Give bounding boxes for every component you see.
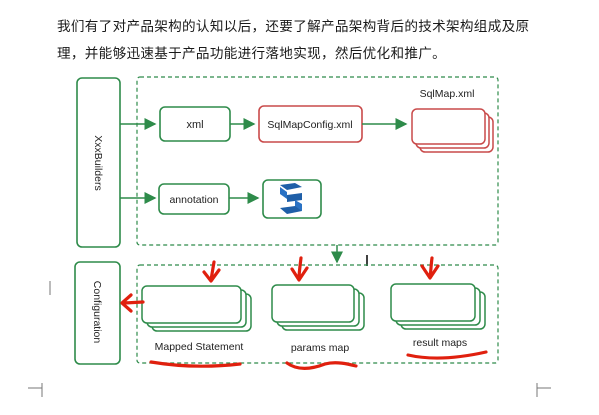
intro-line-2: 理，并能够迅速基于产品功能进行落地实现，然后优化和推广。 — [57, 46, 447, 62]
builders-dashed-region — [136, 76, 499, 246]
configuration-dashed-region — [136, 264, 499, 364]
params-map-label: params map — [291, 342, 350, 354]
sqlmapconfig-label: SqlMapConfig.xml — [267, 119, 352, 131]
configuration-box — [74, 261, 121, 365]
red-annotations — [120, 256, 488, 370]
stack-logo-icon — [280, 183, 302, 214]
sqlmap-stack — [411, 108, 494, 153]
mapped-statement-label: Mapped Statement — [155, 341, 244, 353]
intro-paragraph: 我们有了对产品架构的认知以后，还要了解产品架构背后的技术架构组成及原 理，并能够… — [57, 14, 557, 68]
configuration-label: Configuration — [91, 281, 103, 344]
result-maps-stack — [390, 283, 486, 330]
mapped-statement-stack — [141, 285, 252, 332]
builders-box — [76, 77, 121, 248]
annotation-box — [158, 183, 230, 215]
xml-label: xml — [186, 119, 203, 131]
result-maps-label: result maps — [413, 337, 467, 349]
annotation-label: annotation — [169, 194, 218, 206]
params-map-stack — [271, 284, 365, 331]
page-corner-marks — [28, 281, 551, 397]
intro-line-1: 我们有了对产品架构的认知以后，还要了解产品架构背后的技术架构组成及原 — [57, 19, 530, 35]
sqlmap-label: SqlMap.xml — [420, 88, 475, 100]
builders-label: XxxBuilders — [92, 135, 104, 190]
